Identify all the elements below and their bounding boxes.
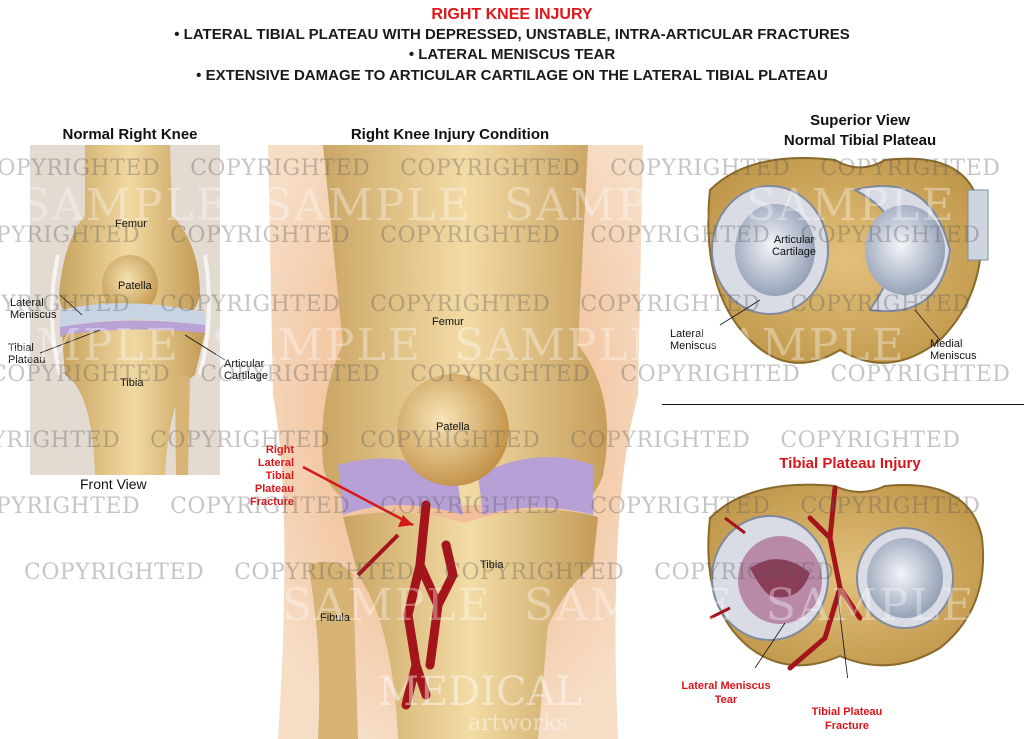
injury-tibia-label: Tibia [480,559,504,571]
bullet-cartilage-damage: • EXTENSIVE DAMAGE TO ARTICULAR CARTILAG… [196,67,828,84]
fracture-callout-label: Right Lateral Tibial Plateau Fracture [249,444,294,508]
bullet-meniscus-tear: • LATERAL MENISCUS TEAR [408,46,616,63]
injury-patella-label: Patella [436,421,470,433]
injury-fibula-label: Fibula [320,612,350,624]
normal-femur-label: Femur [115,218,147,230]
page-title: RIGHT KNEE INJURY [431,6,593,23]
normal-lateral-meniscus-label: Lateral Meniscus [10,297,57,321]
bullet-fractures: • LATERAL TIBIAL PLATEAU WITH DEPRESSED,… [174,26,850,43]
normal-tibia-label: Tibia [120,377,144,389]
normal-knee-heading: Normal Right Knee [62,126,198,143]
superior-cartilage-label: Articular Cartilage [771,234,817,258]
superior-medial-meniscus-label: Medial Meniscus [930,338,977,362]
brand-watermark: MEDICAL [378,669,582,715]
injury-knee-illustration: MEDICAL artworks [268,145,643,739]
tibial-plateau-fracture-label: Tibial Plateau Fracture [811,706,883,732]
brand-watermark-sub: artworks [468,711,568,736]
superior-lateral-meniscus-label: Lateral Meniscus [670,328,717,352]
injury-femur-label: Femur [432,316,464,328]
plateau-injury-heading: Tibial Plateau Injury [779,455,921,472]
normal-articular-cartilage-label: Articular Cartilage [224,358,269,382]
lateral-meniscus-tear-label: Lateral Meniscus Tear [681,680,771,706]
normal-knee-illustration [30,145,226,475]
normal-tibial-plateau-label: Tibial Plateau [8,342,46,366]
superior-view-heading: Superior View [810,112,910,129]
injury-knee-heading: Right Knee Injury Condition [350,126,550,143]
normal-plateau-illustration [707,157,989,364]
section-divider [662,404,1024,405]
front-view-caption: Front View [80,476,147,492]
normal-plateau-heading: Normal Tibial Plateau [783,132,937,149]
normal-patella-label: Patella [118,280,152,292]
injured-plateau-illustration [707,483,985,678]
